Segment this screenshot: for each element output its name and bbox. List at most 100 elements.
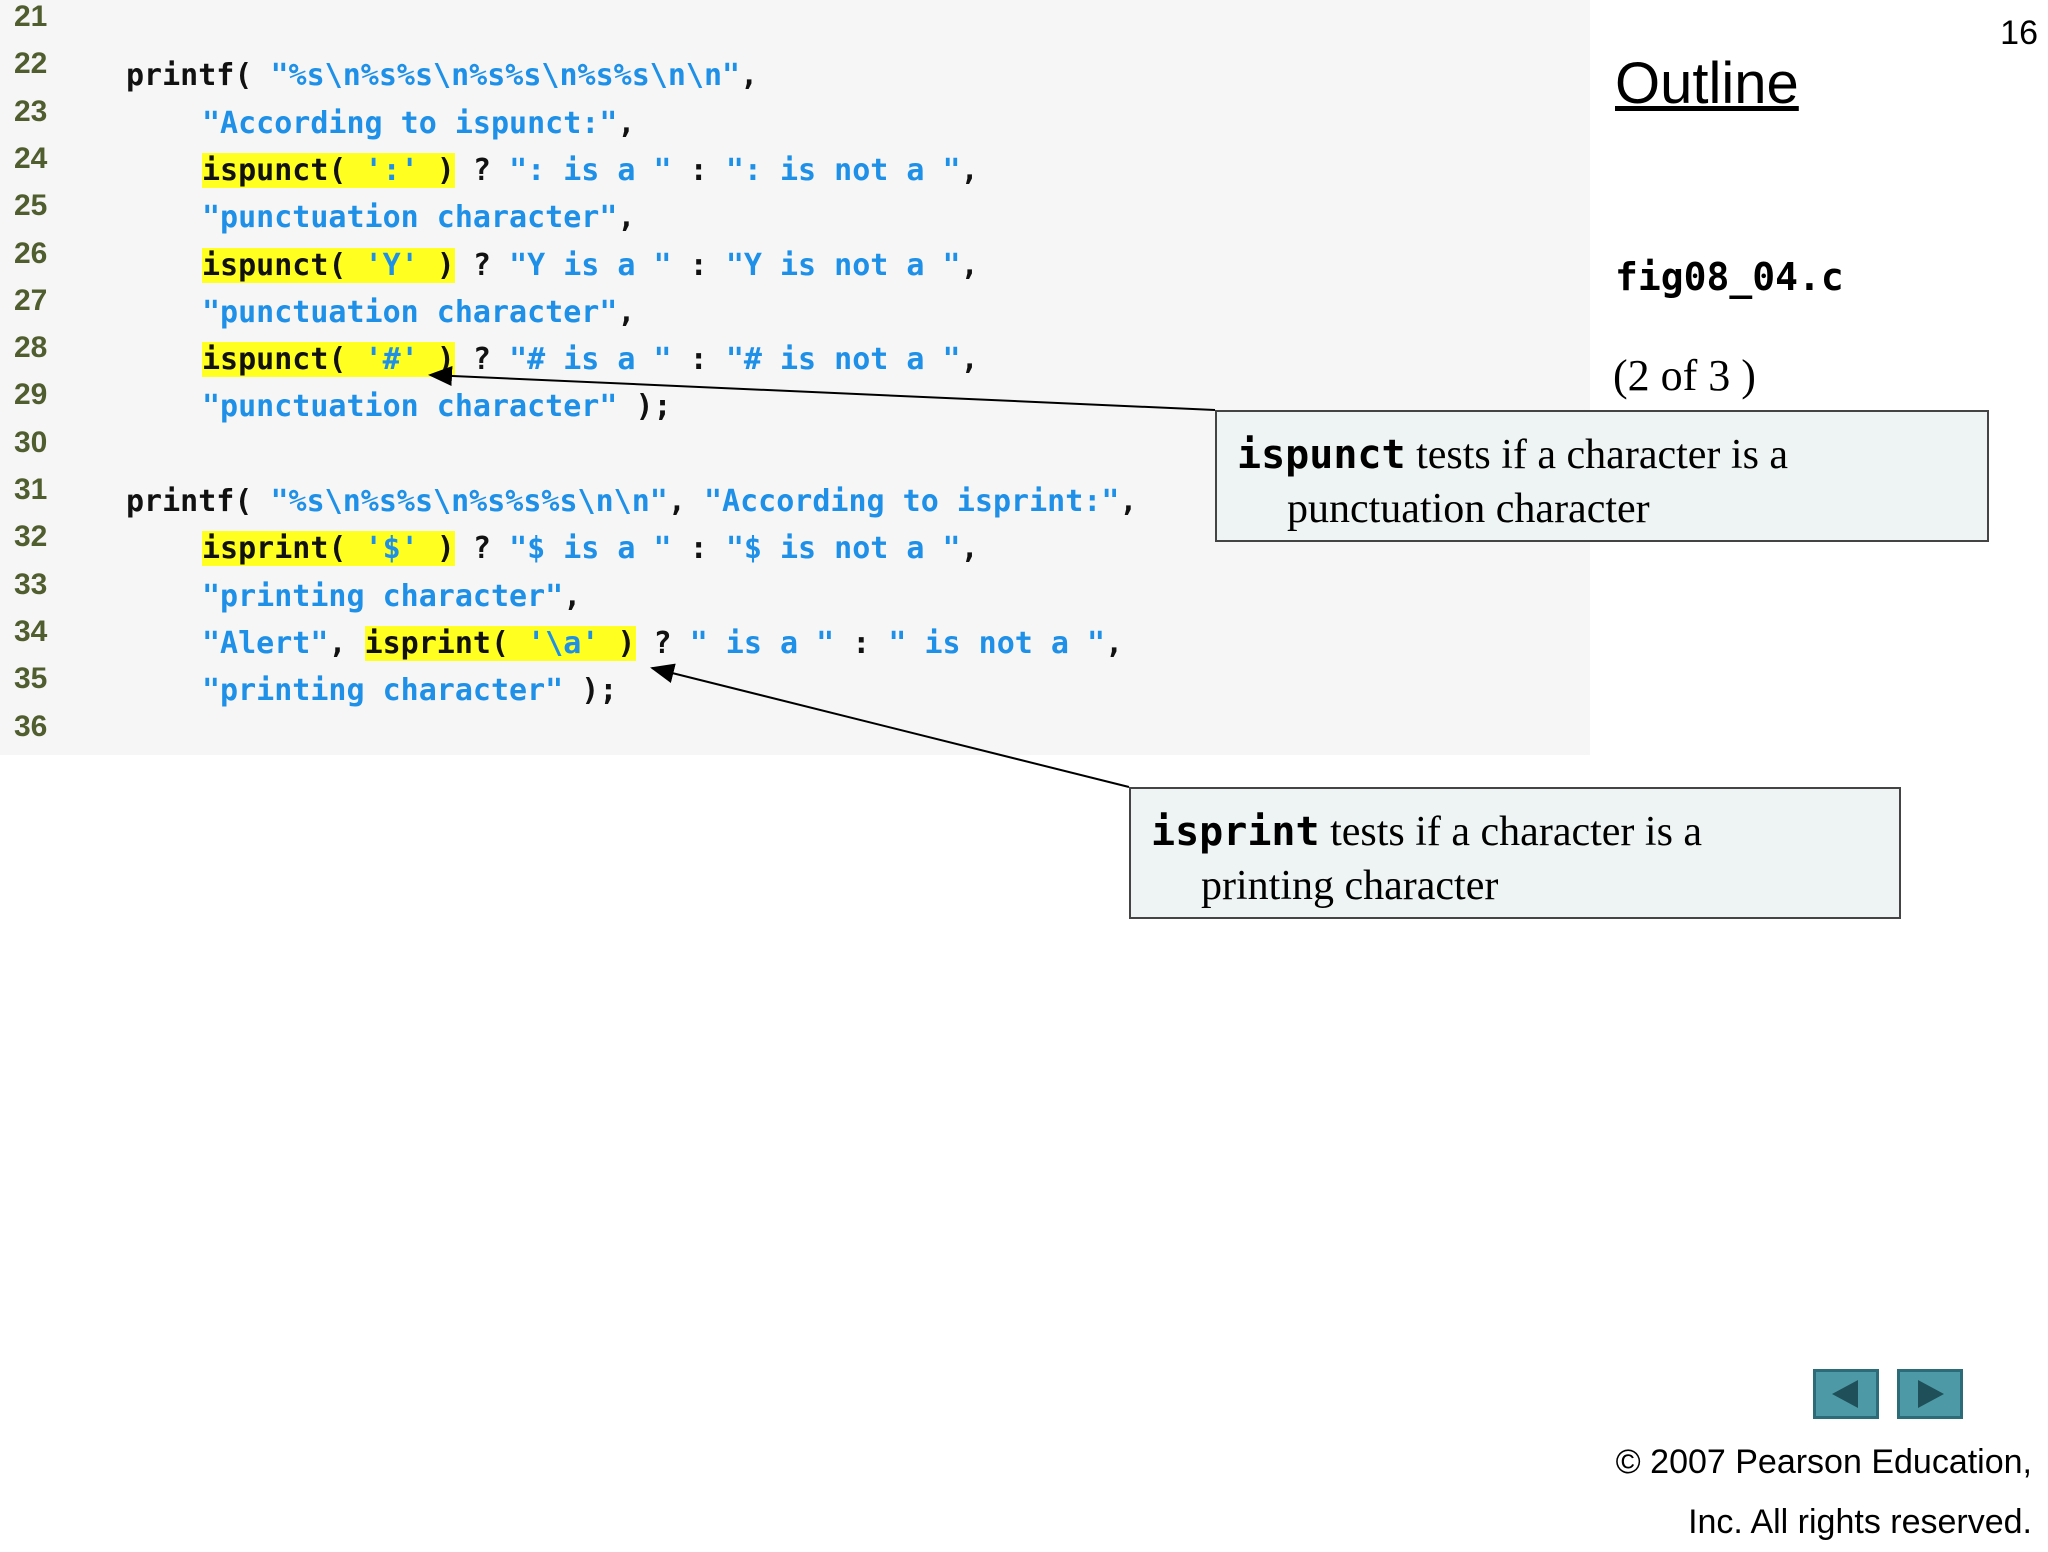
code-token: : xyxy=(671,247,726,283)
line-number: 34 xyxy=(14,614,48,648)
code-token: , xyxy=(667,484,704,519)
code-token: , xyxy=(617,105,636,141)
string-literal: "Alert" xyxy=(202,625,329,661)
code-token: ? xyxy=(454,247,510,283)
callout-text-line2: printing character xyxy=(1201,863,1499,909)
next-slide-button[interactable] xyxy=(1897,1369,1963,1419)
line-number: 36 xyxy=(14,709,48,743)
ispunct-arrow xyxy=(428,365,1216,411)
code-token: printf( xyxy=(126,484,271,519)
copyright-line-2: Inc. All rights reserved. xyxy=(1688,1503,2032,1541)
code-text: "punctuation character" ); xyxy=(202,390,672,424)
isprint-callout: isprint tests if a character is a printi… xyxy=(1129,787,1901,919)
code-token: ); xyxy=(617,389,672,425)
code-token: , xyxy=(617,294,636,330)
code-text: "punctuation character", xyxy=(202,201,635,235)
code-text: "Alert", isprint( '\a' ) ? " is a " : " … xyxy=(202,625,1124,661)
string-literal: "printing character" xyxy=(202,578,564,614)
line-number: 31 xyxy=(14,473,48,506)
code-token: ? xyxy=(454,342,510,378)
code-token: , xyxy=(563,578,582,614)
string-literal: "# is not a " xyxy=(725,342,961,378)
code-line: 31 printf( "%s\n%s%s\n%s%s%s\n\n", "Accor… xyxy=(0,475,1590,522)
copyright-line-1: © 2007 Pearson Education, xyxy=(1615,1443,2032,1481)
code-line: 26 ispunct( 'Y' ) ? "Y is a " : "Y is not… xyxy=(0,236,1590,286)
callout-keyword: ispunct xyxy=(1237,432,1406,478)
highlighted-call: 'Y' xyxy=(364,247,419,283)
copyright: © 2007 Pearson Education, Inc. All right… xyxy=(1616,1432,2032,1552)
string-literal: " is a " xyxy=(689,625,835,661)
string-literal: ": is a " xyxy=(509,152,672,188)
code-token: ? xyxy=(635,625,690,661)
code-token: : xyxy=(671,531,726,567)
highlighted-call: '#' xyxy=(364,342,419,378)
highlighted-call: ) xyxy=(599,625,636,661)
code-line: 23 "According to ispunct:", xyxy=(0,94,1590,144)
code-text: ispunct( ':' ) ? ": is a " : ": is not a… xyxy=(202,152,979,188)
code-line: 28 ispunct( '#' ) ? "# is a " : "# is not… xyxy=(0,333,1590,380)
isprint-arrow xyxy=(650,663,1130,788)
callout-text-line2: punctuation character xyxy=(1287,486,1650,532)
line-number: 33 xyxy=(14,567,48,601)
code-token: ? xyxy=(454,531,510,567)
code-token: ); xyxy=(563,673,618,709)
line-number: 24 xyxy=(14,141,48,175)
highlighted-call: isprint( xyxy=(364,625,528,661)
code-line: 36 xyxy=(0,709,1590,759)
code-text: ispunct( '#' ) ? "# is a " : "# is not a… xyxy=(202,342,979,378)
highlighted-call: '\a' xyxy=(527,625,600,661)
string-literal: "According to ispunct:" xyxy=(202,105,618,141)
line-number: 21 xyxy=(14,0,48,33)
string-literal: "punctuation character" xyxy=(202,389,618,425)
code-text: "punctuation character", xyxy=(202,294,636,330)
page-number: 16 xyxy=(2000,14,2038,52)
code-line: 24 ispunct( ':' ) ? ": is a " : ": is not… xyxy=(0,141,1590,191)
code-token: ? xyxy=(454,152,510,188)
code-token: , xyxy=(1105,625,1124,661)
code-line: 33 "printing character", xyxy=(0,567,1590,617)
code-text: "According to ispunct:", xyxy=(202,105,636,141)
highlighted-call: ) xyxy=(418,247,455,283)
callout-text: tests if a character is a xyxy=(1319,809,1703,855)
code-text: printf( "%s\n%s%s\n%s%s%s\n\n", "Accordi… xyxy=(126,485,1137,519)
code-token: : xyxy=(671,342,726,378)
string-literal: "# is a " xyxy=(509,342,672,378)
string-literal: "%s\n%s%s\n%s%s%s\n\n" xyxy=(270,484,668,519)
code-line: 29 "punctuation character" ); xyxy=(0,380,1590,427)
highlighted-call: ispunct( xyxy=(202,152,365,188)
right-triangle-icon xyxy=(1918,1380,1944,1408)
line-number: 23 xyxy=(14,94,48,128)
line-number: 28 xyxy=(14,331,48,365)
highlighted-call: ) xyxy=(418,531,455,567)
code-line: 30 xyxy=(0,427,1590,475)
code-text: ispunct( 'Y' ) ? "Y is a " : "Y is not a… xyxy=(202,247,979,283)
line-number: 27 xyxy=(14,283,48,317)
code-token: , xyxy=(960,342,979,378)
string-literal: "printing character" xyxy=(202,673,564,709)
code-text: "printing character" ); xyxy=(202,674,617,708)
callout-keyword: isprint xyxy=(1151,809,1320,855)
previous-slide-button[interactable] xyxy=(1813,1369,1879,1419)
code-token: : xyxy=(834,625,889,661)
highlighted-call: ) xyxy=(418,152,455,188)
highlighted-call: isprint( xyxy=(202,531,365,567)
code-line: 21 xyxy=(0,2,1590,49)
code-text: "printing character", xyxy=(202,578,582,614)
line-number: 29 xyxy=(14,378,48,412)
file-name: fig08_04.c xyxy=(1615,255,1844,299)
highlighted-call: ispunct( xyxy=(202,247,365,283)
code-token: , xyxy=(1119,484,1138,519)
code-text: printf( "%s\n%s%s\n%s%s\n%s%s\n\n", xyxy=(126,59,758,93)
string-literal: "$ is a " xyxy=(509,531,672,567)
line-number: 35 xyxy=(14,662,48,696)
string-literal: "Y is not a " xyxy=(725,247,961,283)
string-literal: "Y is a " xyxy=(509,247,672,283)
line-number: 22 xyxy=(14,47,48,81)
line-number: 26 xyxy=(14,236,48,270)
string-literal: "%s\n%s%s\n%s%s\n%s%s\n\n" xyxy=(270,58,741,94)
code-token: , xyxy=(960,531,979,567)
code-text: isprint( '$' ) ? "$ is a " : "$ is not a… xyxy=(202,531,979,567)
